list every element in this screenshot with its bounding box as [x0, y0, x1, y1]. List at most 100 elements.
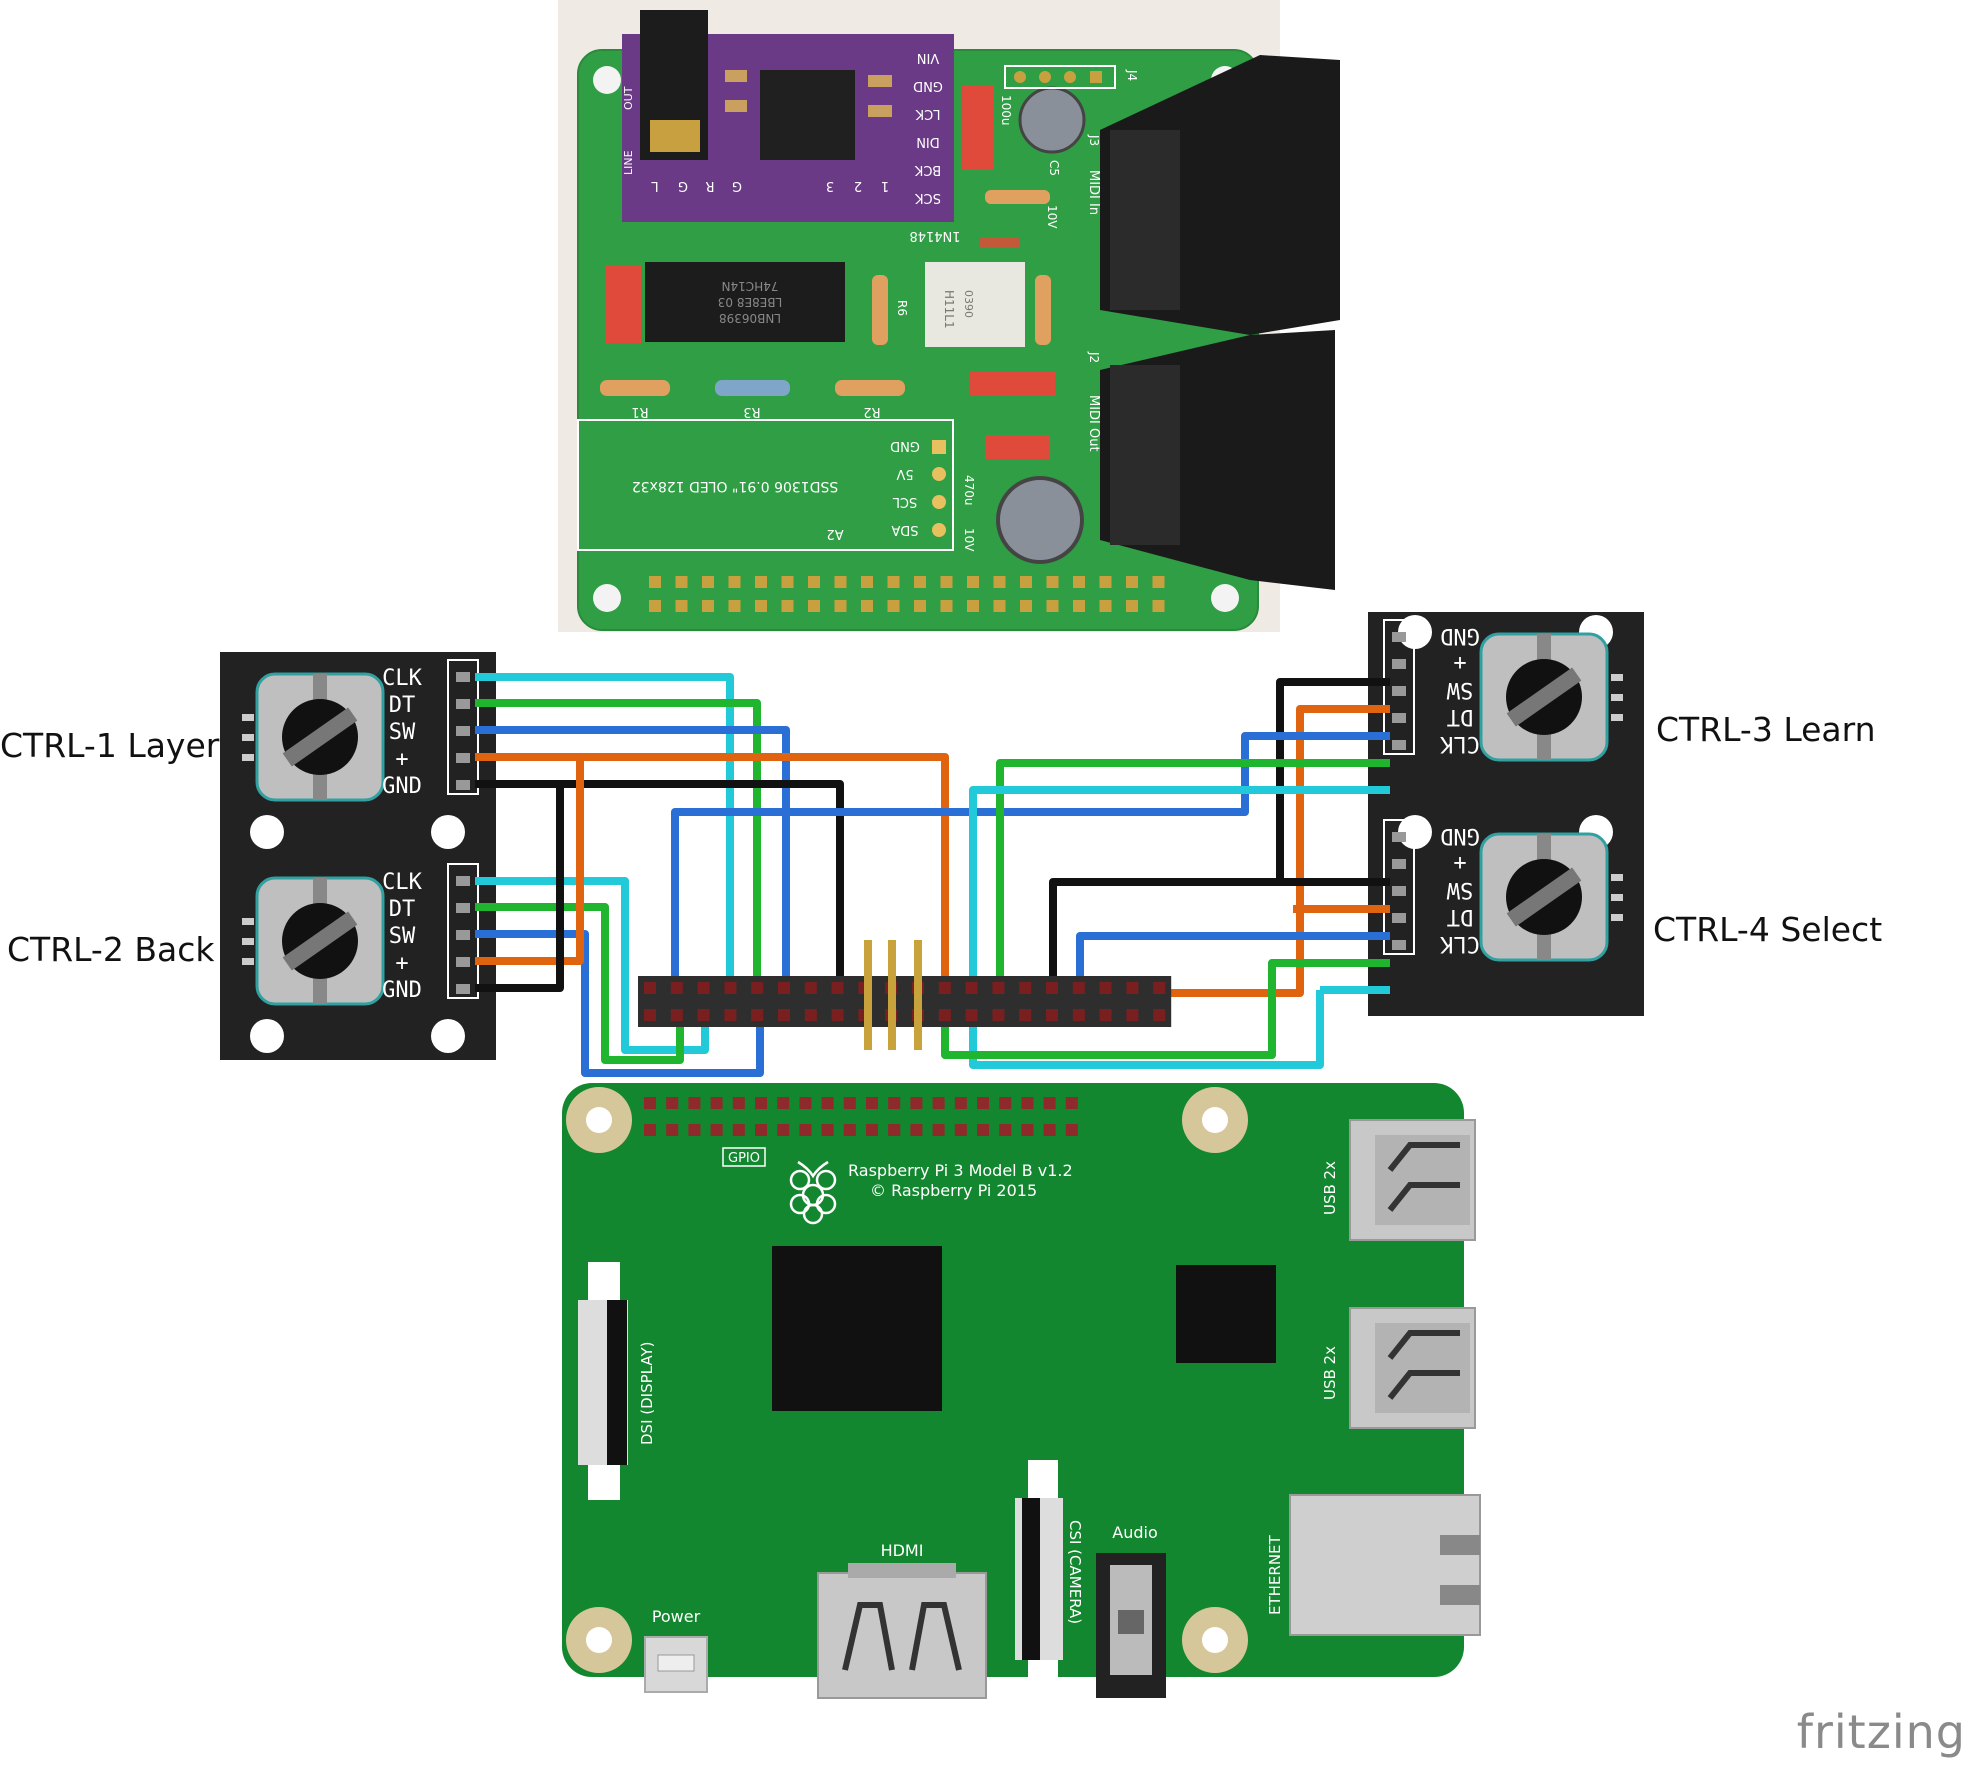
pin-label: SW	[389, 720, 416, 745]
header-pin	[861, 600, 873, 612]
hdmi-label: HDMI	[881, 1541, 924, 1560]
dac-pin-bck: BCK	[914, 162, 941, 177]
pi-model-line1: Raspberry Pi 3 Model B v1.2	[848, 1161, 1073, 1180]
header-pin	[644, 1124, 656, 1136]
header-pin	[1072, 982, 1085, 994]
ic-74hc14n: 74HC14N LBE8E8 03 LNB06398	[645, 262, 845, 342]
pin-label: CLK	[1439, 931, 1479, 956]
wire	[475, 780, 844, 990]
pin	[1392, 913, 1406, 923]
oled-footprint	[577, 419, 954, 551]
mount-hole	[431, 815, 465, 849]
header-body	[643, 570, 1171, 618]
audio-jack: Audio	[1096, 1523, 1166, 1698]
header-pin	[993, 600, 1006, 612]
encoder-stub	[242, 918, 254, 925]
dac-pin-din: DIN	[916, 134, 940, 149]
header-pin	[781, 600, 794, 612]
dac-module: VIN GND LCK DIN BCK SCK OUT LINE L G R G…	[622, 10, 954, 222]
jack-out-label: OUT	[622, 86, 635, 110]
usb-top-label: USB 2x	[1321, 1161, 1339, 1215]
svg-text:LNB06398: LNB06398	[719, 311, 781, 325]
hdmi-port: HDMI	[817, 1541, 987, 1699]
header-riser	[888, 940, 896, 1050]
pin	[1392, 832, 1406, 842]
header-pin	[649, 576, 661, 588]
header-pin	[697, 1009, 710, 1021]
svg-text:0390: 0390	[962, 290, 975, 318]
oled-ref: A2	[826, 526, 843, 541]
header-pin	[1019, 1009, 1032, 1021]
encoder-knob-mark	[282, 707, 358, 767]
csi-label: CSI (CAMERA)	[1066, 1520, 1084, 1624]
header-pin	[1019, 982, 1032, 994]
wire	[475, 877, 709, 1054]
header-pin	[675, 576, 688, 588]
header-pin	[1020, 576, 1032, 588]
encoder-stub	[1611, 874, 1623, 881]
header-pin	[1043, 1124, 1056, 1136]
header-pin	[967, 576, 979, 588]
header-pin	[755, 1124, 767, 1136]
encoder-stub	[242, 714, 254, 721]
header-pin	[914, 600, 926, 612]
diode-label: 1N4148	[909, 228, 960, 243]
header-pin	[834, 600, 847, 612]
header-pin	[932, 1124, 945, 1136]
cap-c5: C5	[1047, 160, 1061, 176]
header-pin	[932, 1097, 945, 1109]
header-pin	[724, 982, 737, 994]
header-pin	[804, 1009, 817, 1021]
encoder-stub	[1611, 694, 1623, 701]
pin	[456, 780, 470, 790]
midi-out-label: MIDI Out	[1086, 395, 1101, 452]
header-pin	[751, 1009, 764, 1021]
header-pin	[1073, 600, 1085, 612]
header-pin	[1046, 1009, 1058, 1021]
wire	[475, 673, 734, 990]
pin-label: GND	[382, 978, 422, 1003]
usb-port-bottom: USB 2x	[1321, 1307, 1476, 1429]
pin-label: SW	[389, 924, 416, 949]
resistor-top	[985, 190, 1050, 204]
j3-label: J3	[1087, 134, 1101, 146]
header-pin	[910, 1124, 923, 1136]
pin-label: DT	[389, 897, 416, 922]
pin	[456, 876, 470, 886]
header-pin	[954, 1097, 967, 1109]
header-pin	[799, 1124, 812, 1136]
pin	[456, 903, 470, 913]
header-pin	[834, 576, 847, 588]
wire	[1170, 705, 1390, 997]
header-pin	[821, 1097, 834, 1109]
header-pin	[1020, 600, 1032, 612]
pin-label: +	[1453, 850, 1466, 875]
header-pin	[808, 576, 820, 588]
oled-pin-sda: SDA	[891, 522, 918, 537]
header-pin	[1152, 576, 1165, 588]
dac-pin-lck: LCK	[915, 106, 940, 121]
pin	[456, 930, 470, 940]
header-pin	[1126, 576, 1138, 588]
encoder-stub	[242, 734, 254, 741]
wire	[941, 959, 1390, 1059]
resistor-r1	[600, 380, 670, 396]
header-pin	[808, 600, 820, 612]
header-j4	[1004, 65, 1116, 89]
pin-label: SW	[1446, 877, 1473, 902]
header-pin	[831, 982, 844, 994]
header-pin	[1099, 1009, 1112, 1021]
header-pin	[1021, 1124, 1034, 1136]
encoder-stub	[1611, 714, 1623, 721]
header-pin	[1126, 982, 1139, 994]
encoder-stub	[1611, 674, 1623, 681]
pin-header	[1383, 619, 1415, 755]
header-pin	[866, 1097, 878, 1109]
header-pin	[1099, 576, 1112, 588]
header-pin	[755, 1097, 767, 1109]
cap-10v-bottom: 10V	[962, 528, 976, 552]
ctrl-3-title: CTRL-3 Learn	[1656, 710, 1876, 749]
wire	[996, 759, 1390, 990]
module-pin-r: R	[705, 178, 714, 193]
